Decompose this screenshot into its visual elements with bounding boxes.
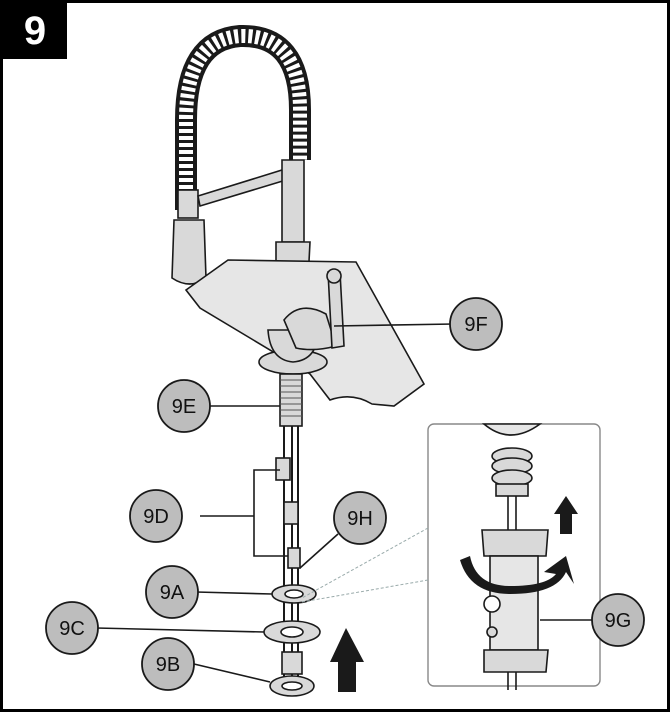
callout-label: 9C <box>59 618 85 640</box>
callout-9B: 9B <box>141 637 195 691</box>
threaded-shank <box>279 373 303 427</box>
callout-9E: 9E <box>157 379 211 433</box>
callout-label: 9B <box>156 654 180 676</box>
up-arrow-small <box>554 496 578 534</box>
callout-label: 9H <box>347 508 373 530</box>
callout-label: 9G <box>605 610 632 632</box>
callout-9C: 9C <box>45 601 99 655</box>
faucet-column <box>281 159 305 243</box>
rotate-arrow <box>460 556 574 594</box>
faucet-illustration <box>171 24 426 697</box>
lever-tip <box>326 268 342 284</box>
callout-9G: 9G <box>591 593 645 647</box>
line-connector-3 <box>287 547 301 569</box>
wrench-tool-bottom <box>483 649 549 673</box>
callout-9F: 9F <box>449 297 503 351</box>
line-connector-2 <box>283 501 299 525</box>
line-connector-1 <box>275 457 291 481</box>
inset-pointer-lines <box>301 527 429 603</box>
hose-bracket <box>253 469 288 557</box>
up-arrow-large <box>330 628 364 692</box>
spray-head <box>171 219 207 285</box>
callout-9D: 9D <box>129 489 183 543</box>
spring-coil-outer <box>175 24 311 210</box>
wrench-tool-top <box>481 529 549 557</box>
leader-lines <box>95 323 594 683</box>
callout-label: 9D <box>143 506 169 528</box>
callout-9A: 9A <box>145 565 199 619</box>
spray-head-collar <box>177 189 199 219</box>
mounting-nut-body <box>281 651 303 675</box>
callout-9H: 9H <box>333 491 387 545</box>
callout-label: 9F <box>464 314 487 336</box>
callout-label: 9A <box>160 582 185 604</box>
callout-label: 9E <box>172 396 196 418</box>
step-number-badge: 9 <box>3 3 67 59</box>
